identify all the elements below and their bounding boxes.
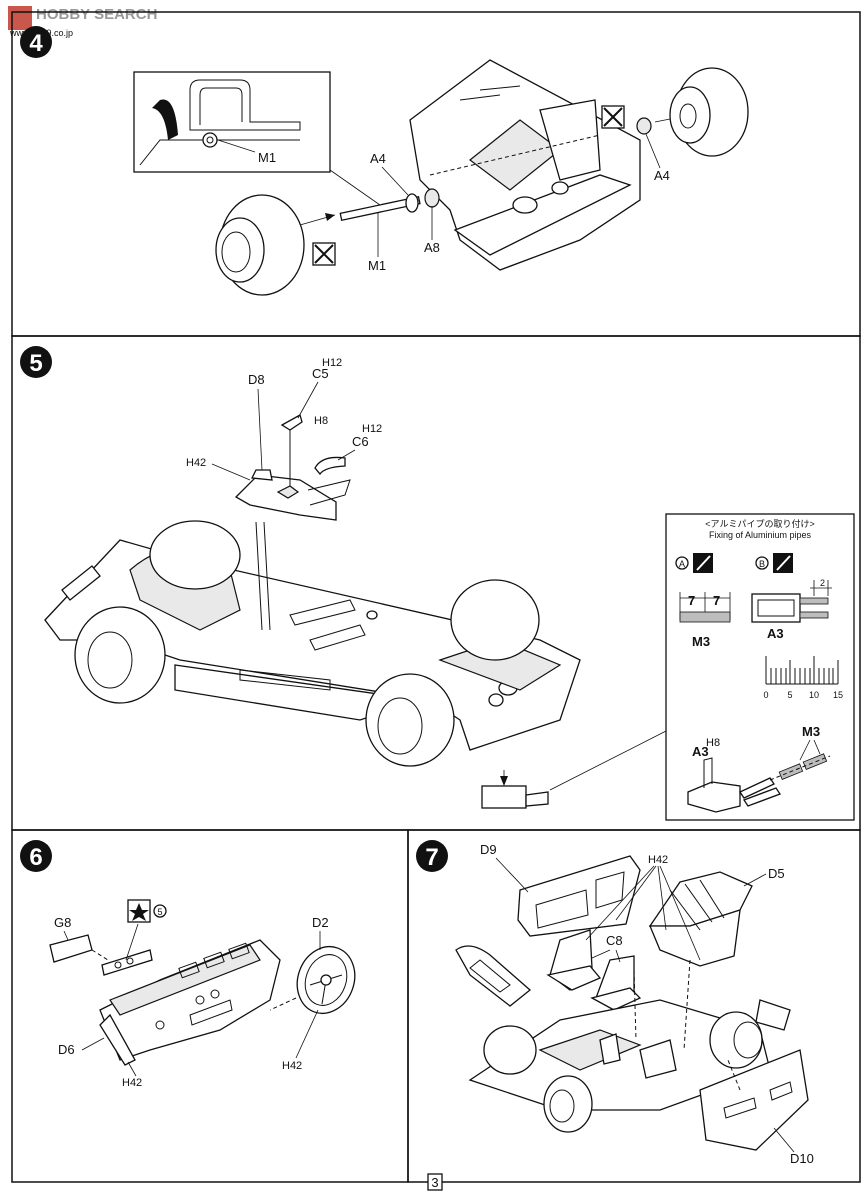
label-h42: H42 [186,457,206,469]
panel-step-7 [407,829,861,1183]
step-5-wheel [149,520,241,590]
step-5-wheel [450,579,540,661]
label-c5: C5 [312,366,329,381]
step-7-rear-seat: D5 [648,866,785,967]
dim-2: 2 [820,578,825,588]
step-7-front-seat [590,955,642,1011]
dim-7-left: 7 [688,593,695,608]
label-a4-right: A4 [654,168,670,183]
step-7-front-seat [546,929,602,991]
label-h8-inset: H8 [706,737,720,749]
step-4-badge [20,26,52,58]
label-a4-left: A4 [370,151,386,166]
step-6: 6 G8 5 [20,840,356,1089]
label-h12-c5: H12 [322,357,342,369]
label-h42-wheel: H42 [282,1060,302,1072]
step-7-number: 7 [425,844,438,871]
step-5-wheel [365,673,455,767]
step-4-chassis [409,59,641,271]
marker-a [675,556,689,570]
step-4-left-wheel [215,194,305,296]
ruler: 0 5 10 15 [763,656,843,700]
label-a3-bottom: A3 [692,744,709,759]
step-4: 4 M1 [20,26,749,296]
step-5-wheel [74,606,166,704]
label-d2: D2 [312,915,329,930]
inset-title-jp: <アルミパイプの取り付け> [705,519,814,529]
step-4-right-wheel [669,67,749,157]
ruler-tick-0: 0 [763,690,768,700]
watermark-text: HOBBY SEARCH [36,6,157,23]
label-m1-inset: M1 [258,150,276,165]
step-6-badge [20,840,52,872]
ruler-tick-15: 15 [833,690,843,700]
step-4-number: 4 [29,30,43,57]
label-h12-c6: H12 [362,423,382,435]
label-h8: H8 [314,415,328,427]
step-6-part-g8: G8 [49,915,109,963]
label-a8: A8 [424,240,440,255]
ruler-tick-10: 10 [809,690,819,700]
step-7: 7 D9 D5 C8 [416,840,814,1166]
label-c8: C8 [606,933,623,948]
label-c6: C6 [352,434,369,449]
step-7-side-panel: D10 [699,1049,814,1166]
aluminium-pipes-inset: <アルミパイプの取り付け> Fixing of Aluminium pipes … [665,513,855,821]
label-d9: D9 [480,842,497,857]
inset-title-en: Fixing of Aluminium pipes [709,530,812,540]
step-6-number: 6 [29,844,42,871]
label-g8: G8 [54,915,71,930]
step-6-steering-wheel: D2 [269,915,356,1015]
label-m3-bottom: M3 [802,724,820,739]
page-number: 3 [427,1173,443,1191]
label-d10: D10 [790,1151,814,1166]
step-4-axle [299,112,691,226]
marker-a-label: A [679,559,685,569]
step-7-door-panel: D9 [480,842,641,937]
marker-b-label: B [759,559,765,569]
step-7-badge [416,840,448,872]
step-5: 5 [20,346,855,821]
label-m3: M3 [692,634,710,649]
label-h42-step7: H42 [648,854,668,866]
dim-7-right: 7 [713,593,720,608]
step-5-lower-part [481,729,669,809]
step-7-dashboard [455,945,532,1007]
step-5-badge [20,346,52,378]
ruler-tick-5: 5 [787,690,792,700]
page-number-text: 3 [431,1175,438,1190]
step-5-number: 5 [29,350,42,377]
label-d5: D5 [768,866,785,881]
step-7-chassis [468,959,791,1133]
label-d6: D6 [58,1042,75,1057]
step-4-detail-inset: M1 [133,71,381,206]
label-h42-dash: H42 [122,1077,142,1089]
label-a3: A3 [767,626,784,641]
label-d8: D8 [248,372,265,387]
label-m1: M1 [368,258,386,273]
no-glue-icon [312,242,336,266]
no-glue-icon [601,105,625,129]
decal-star-icon: 5 [125,899,167,961]
step-5-console [234,414,351,631]
step-6-dashboard [99,939,281,1066]
decal-number: 5 [157,907,162,917]
marker-b [755,556,769,570]
